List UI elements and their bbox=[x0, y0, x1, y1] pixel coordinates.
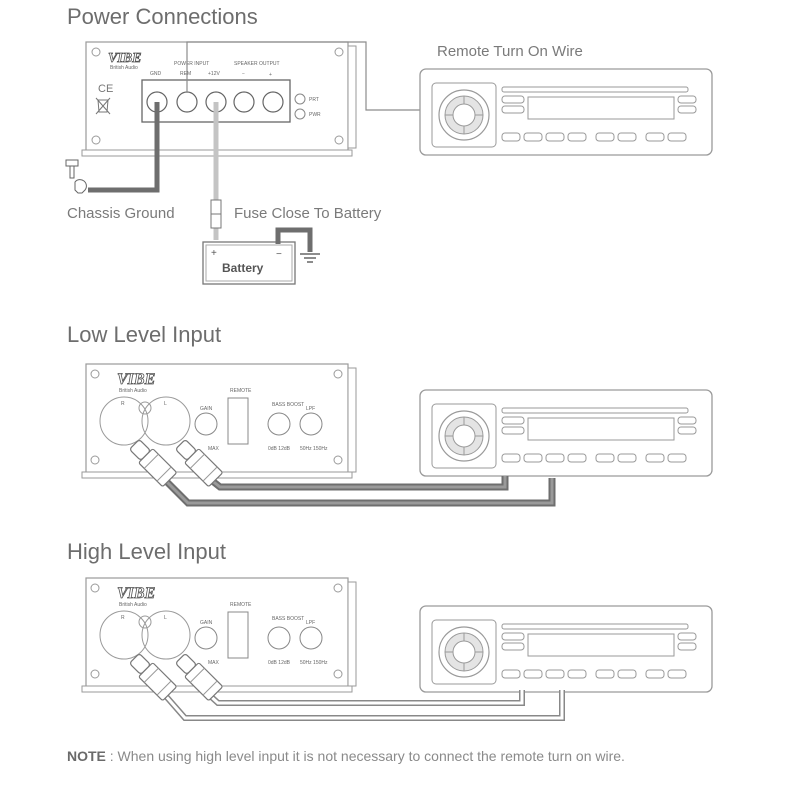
rca-l-label: L bbox=[164, 401, 167, 407]
amplifier-input-panel-high: VIBE British Audio R L GAIN MAX REMOTE B… bbox=[81, 577, 357, 693]
note-prefix: NOTE bbox=[67, 748, 106, 764]
terminal-label-minus: − bbox=[242, 71, 245, 77]
ce-mark-icon: CE bbox=[98, 83, 113, 95]
lpf-label: LPF bbox=[306, 620, 315, 626]
fuse-label: Fuse Close To Battery bbox=[234, 205, 382, 222]
terminal-label-rem: REM bbox=[180, 71, 191, 77]
brand-text: British Audio bbox=[110, 65, 138, 71]
low-level-input-heading: Low Level Input bbox=[67, 322, 222, 347]
chassis-ground-label: Chassis Ground bbox=[67, 205, 175, 222]
rca-r-label: R bbox=[121, 401, 125, 407]
bass-range-label: 0dB 12dB bbox=[268, 660, 291, 666]
bass-boost-label: BASS BOOST bbox=[272, 402, 304, 408]
speaker-wires-high bbox=[126, 650, 565, 721]
amplifier-input-panel-low: VIBE British Audio R L GAIN MAX REMOTE B… bbox=[81, 363, 357, 479]
remote-turn-on-wire-label: Remote Turn On Wire bbox=[437, 43, 583, 60]
terminal-speaker-minus bbox=[233, 91, 255, 113]
terminal-label-gnd: GND bbox=[150, 71, 162, 77]
bass-boost-label: BASS BOOST bbox=[272, 616, 304, 622]
brand-text: British Audio bbox=[119, 388, 147, 394]
led-protect bbox=[294, 93, 306, 105]
weee-bin-icon bbox=[95, 97, 111, 115]
amplifier-power-panel: VIBE British Audio CE POWER INPUT SPEAKE… bbox=[81, 41, 357, 157]
battery-plus-label: + bbox=[211, 248, 217, 259]
led-power-label: PWR bbox=[309, 112, 321, 118]
gain-max-label: MAX bbox=[208, 660, 220, 666]
ground-wire bbox=[88, 102, 160, 193]
led-power bbox=[294, 108, 306, 120]
gain-label: GAIN bbox=[200, 620, 213, 626]
remote-label: REMOTE bbox=[230, 388, 252, 394]
remote-label: REMOTE bbox=[230, 602, 252, 608]
rca-r-label: R bbox=[121, 615, 125, 621]
lpf-range-label: 50Hz 150Hz bbox=[300, 446, 328, 452]
bass-range-label: 0dB 12dB bbox=[268, 446, 291, 452]
remote-turn-on-wire bbox=[186, 41, 422, 111]
terminal-speaker-plus bbox=[262, 91, 284, 113]
lpf-range-label: 50Hz 150Hz bbox=[300, 660, 328, 666]
battery-label: Battery bbox=[222, 261, 264, 275]
rca-cables-low bbox=[126, 436, 556, 507]
vibe-logo: VIBE bbox=[117, 585, 155, 602]
vibe-logo: VIBE bbox=[108, 51, 141, 66]
terminal-rem bbox=[176, 91, 198, 113]
terminal-label-12v: +12V bbox=[208, 71, 220, 77]
gain-max-label: MAX bbox=[208, 446, 220, 452]
brand-text: British Audio bbox=[119, 602, 147, 608]
head-unit-low bbox=[419, 389, 713, 477]
note-body: : When using high level input it is not … bbox=[105, 748, 625, 764]
head-unit-high bbox=[419, 605, 713, 693]
speaker-output-label: SPEAKER OUTPUT bbox=[234, 61, 280, 67]
lpf-label: LPF bbox=[306, 406, 315, 412]
note-text: NOTE : When using high level input it is… bbox=[67, 748, 625, 764]
battery-minus-label: − bbox=[276, 249, 282, 260]
ground-symbol-icon bbox=[300, 253, 320, 263]
head-unit-power bbox=[419, 68, 713, 156]
vibe-logo: VIBE bbox=[117, 371, 155, 388]
rca-l-label: L bbox=[164, 615, 167, 621]
power-input-label: POWER INPUT bbox=[174, 61, 209, 67]
battery: + − Battery bbox=[202, 241, 296, 285]
battery-ground-wire bbox=[275, 227, 313, 252]
chassis-ground-icon bbox=[65, 159, 87, 194]
led-protect-label: PRT bbox=[309, 97, 319, 103]
terminal-label-plus: + bbox=[269, 72, 272, 78]
high-level-input-heading: High Level Input bbox=[67, 539, 226, 564]
gain-label: GAIN bbox=[200, 406, 213, 412]
power-connections-heading: Power Connections bbox=[67, 4, 258, 29]
